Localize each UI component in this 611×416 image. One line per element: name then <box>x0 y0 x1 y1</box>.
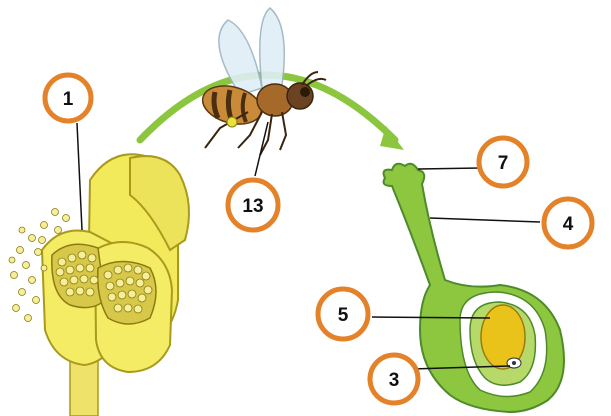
label-3: 3 <box>370 355 418 403</box>
label-1: 1 <box>45 75 91 121</box>
svg-text:4: 4 <box>563 214 574 235</box>
svg-text:13: 13 <box>242 196 263 217</box>
svg-text:5: 5 <box>338 305 349 326</box>
anther-illustration <box>9 154 189 416</box>
svg-text:1: 1 <box>63 89 74 110</box>
label-4: 4 <box>544 199 592 247</box>
svg-text:7: 7 <box>498 153 509 174</box>
svg-text:3: 3 <box>389 370 400 391</box>
label-13: 13 <box>228 180 278 230</box>
label-5: 5 <box>318 289 368 339</box>
label-7: 7 <box>479 138 527 186</box>
